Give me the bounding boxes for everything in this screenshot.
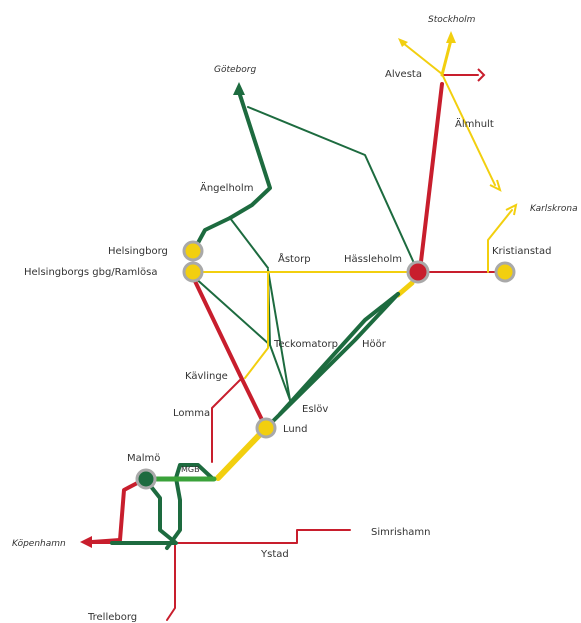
label-almhult: Älmhult (455, 117, 494, 130)
label-kopenhamn: Köpenhamn (12, 539, 66, 549)
line-hoor-hassleholm (395, 280, 415, 298)
label-ramlosa: Helsingborgs gbg/Ramlösa (24, 267, 158, 278)
label-hassleholm: Hässleholm (344, 254, 402, 265)
label-kristianstad: Kristianstad (492, 246, 551, 257)
arrow-stockholm-icon (446, 31, 456, 43)
station-helsingborg[interactable] (182, 240, 204, 262)
station-lund[interactable] (255, 417, 277, 439)
label-kavlinge: Kävlinge (185, 371, 228, 382)
labels: Stockholm Göteborg Karlskrona Köpenhamn … (12, 15, 578, 623)
line-alvesta-northwest (402, 42, 443, 75)
label-simrishamn: Simrishamn (371, 527, 431, 538)
arrow-kopenhamn-icon (80, 536, 92, 548)
label-astorp: Åstorp (278, 252, 311, 265)
line-alvesta-hassleholm (418, 82, 444, 272)
line-malmo-kopenhamn-west (90, 477, 147, 544)
label-eslov: Eslöv (302, 404, 328, 415)
label-alvesta: Alvesta (385, 69, 422, 80)
label-ystad: Ystad (260, 549, 289, 560)
station-malmo[interactable] (135, 468, 157, 490)
line-trelleborg (166, 542, 176, 621)
station-hassleholm[interactable] (406, 260, 430, 284)
line-ramlosa-teckomatorp (192, 275, 271, 346)
arrow-goteborg-icon (233, 82, 245, 95)
line-malmo-continental (174, 463, 214, 480)
label-hoor: Höör (362, 339, 387, 350)
yellow-thin-lines (192, 42, 513, 379)
arrow-kristianstad-karlskrona-icon (505, 203, 518, 216)
station-kristianstad[interactable] (494, 261, 516, 283)
arrow-alvesta-east-icon (477, 68, 486, 82)
line-malmo-kopenhamn-south (110, 477, 178, 545)
label-karlskrona: Karlskrona (530, 204, 578, 214)
line-angelholm-astorp (229, 217, 269, 269)
label-goteborg: Göteborg (214, 65, 256, 75)
label-mgb: MGB (181, 465, 200, 474)
label-helsingborg: Helsingborg (108, 246, 168, 257)
line-stockholm-alvesta (440, 38, 453, 77)
label-lomma: Lomma (173, 408, 210, 419)
line-kavlinge-malmo (211, 379, 241, 463)
line-ramlosa-kavlinge (191, 275, 268, 430)
line-goteborg-hassleholm (247, 106, 419, 273)
line-goteborg-angelholm (228, 93, 272, 220)
red-thick-lines (90, 82, 444, 544)
arrows (80, 31, 518, 548)
line-trelleborg-junction (165, 476, 182, 550)
line-lund-mgb (215, 425, 269, 481)
label-malmo: Malmö (127, 453, 160, 464)
label-teckomatorp: Teckomatorp (273, 339, 338, 350)
line-astorp-teckomatorp-yellow (244, 271, 269, 379)
red-thin-lines (166, 74, 506, 621)
line-astorp-eslov (267, 269, 291, 401)
label-stockholm: Stockholm (428, 15, 476, 25)
arrow-northwest-icon (398, 38, 408, 47)
station-ramlosa[interactable] (182, 261, 204, 283)
arrow-karlskrona-icon (489, 179, 502, 192)
label-trelleborg: Trelleborg (87, 612, 137, 623)
line-malmo-ystad-simrishamn (177, 529, 351, 544)
label-lund: Lund (283, 424, 307, 435)
line-lund-hassleholm-b (278, 292, 400, 416)
stations (135, 240, 516, 490)
line-teckomatorp-eslov (269, 344, 291, 401)
yellow-thick-lines (215, 38, 453, 481)
line-alvesta-karlskrona (441, 73, 496, 186)
line-kristianstad-karlskrona (487, 209, 513, 273)
label-angelholm: Ängelholm (200, 181, 253, 194)
